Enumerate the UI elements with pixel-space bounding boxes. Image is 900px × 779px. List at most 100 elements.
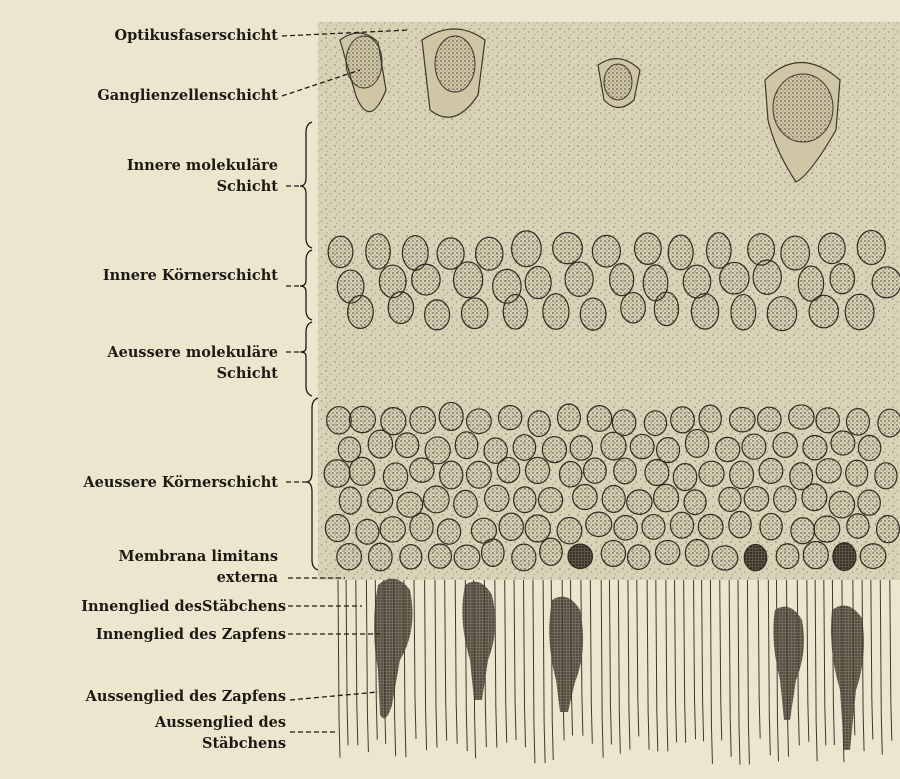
nucleus: [514, 487, 536, 513]
rod-outline: [768, 580, 770, 755]
label-ganglienzellenschicht: Ganglienzellenschicht: [97, 85, 278, 106]
nucleus: [467, 409, 492, 434]
nucleus: [356, 519, 379, 544]
rod-outline: [366, 580, 368, 752]
nucleus: [525, 515, 550, 542]
nucleus: [476, 237, 503, 270]
dark-nucleus: [744, 544, 766, 570]
nucleus: [858, 490, 881, 515]
nucleus: [513, 435, 535, 461]
nucleus: [858, 435, 880, 460]
nucleus: [383, 463, 407, 491]
rod-outline: [890, 580, 892, 741]
nucleus: [877, 516, 900, 543]
rod-outline: [675, 580, 677, 742]
nucleus: [557, 404, 580, 431]
nucleus: [818, 233, 845, 264]
label-innenglied-des-zapfens: Innenglied des Zapfens: [96, 624, 286, 645]
nucleus: [324, 460, 350, 487]
nucleus: [846, 460, 868, 486]
nucleus: [601, 432, 626, 460]
dark-nucleus: [833, 543, 856, 571]
nucleus: [388, 292, 413, 324]
nucleus: [410, 458, 434, 482]
nucleus: [543, 294, 569, 330]
nucleus: [699, 461, 724, 486]
rod-outline: [618, 580, 620, 754]
nucleus: [791, 518, 815, 544]
nucleus: [525, 266, 551, 298]
rod-outline: [514, 580, 516, 740]
nucleus: [621, 293, 645, 323]
label-aeussere-koernerschicht: Aeussere Körnerschicht: [83, 472, 278, 493]
nucleus: [635, 233, 662, 264]
rod-outline: [738, 580, 740, 765]
nucleus: [614, 515, 638, 540]
rod-outline: [455, 580, 457, 744]
rod-outline: [656, 580, 658, 751]
nucleus: [816, 459, 841, 483]
nucleus: [774, 486, 796, 512]
nucleus: [601, 540, 625, 566]
rod-outline: [346, 580, 348, 745]
rod-outline: [628, 580, 630, 750]
rod-outline: [524, 580, 526, 747]
nucleus: [642, 515, 665, 540]
nucleus: [339, 487, 361, 514]
nucleus: [400, 545, 422, 569]
nucleus: [802, 484, 827, 511]
rod-outline: [747, 580, 749, 764]
nucleus: [685, 540, 709, 567]
label-membrana-limitans-externa: Membrana limitansexterna: [119, 546, 278, 588]
label-innere-koernerschicht: Innere Körnerschicht: [103, 265, 278, 286]
nucleus: [455, 432, 478, 459]
nucleus: [878, 409, 900, 437]
nucleus: [553, 233, 583, 264]
nucleus: [369, 543, 393, 570]
nucleus: [327, 407, 352, 434]
rod-outline: [601, 580, 603, 758]
nucleus: [744, 487, 768, 511]
nucleus: [584, 458, 607, 483]
nucleus: [730, 461, 754, 488]
nucleus: [614, 458, 636, 484]
rod-outline: [871, 580, 873, 739]
label-innere-molekulare-schicht: Innere molekuläreSchicht: [127, 155, 278, 197]
rod-outline: [445, 580, 447, 740]
nucleus: [542, 437, 566, 463]
nucleus: [670, 512, 693, 538]
rod-outline: [702, 580, 704, 741]
nucleus: [328, 236, 353, 267]
nucleus: [719, 487, 741, 511]
nucleus: [720, 262, 749, 294]
nucleus: [512, 544, 536, 571]
nucleus: [809, 295, 838, 327]
nucleus: [759, 458, 783, 483]
nucleus: [645, 459, 669, 485]
nucleus: [368, 488, 393, 512]
nucleus: [466, 461, 491, 488]
nucleus: [461, 298, 487, 329]
nucleus: [742, 434, 766, 459]
nucleus: [539, 488, 563, 513]
rod-outline: [414, 580, 416, 739]
nucleus: [437, 519, 460, 544]
nucleus: [497, 457, 519, 482]
nucleus: [570, 436, 592, 461]
nucleus: [716, 437, 740, 461]
rod-outline: [758, 580, 760, 739]
nucleus: [612, 410, 635, 436]
rod-outline: [694, 580, 696, 739]
nucleus: [557, 517, 582, 543]
nucleus: [781, 236, 810, 270]
rod-outline: [684, 580, 686, 743]
rod-outline: [495, 580, 497, 748]
nucleus: [586, 512, 612, 536]
nucleus: [559, 462, 581, 487]
nucleus: [683, 265, 711, 298]
rod-outline: [666, 580, 668, 751]
nucleus: [410, 513, 433, 541]
nucleus: [857, 231, 885, 265]
nucleus: [485, 485, 509, 511]
